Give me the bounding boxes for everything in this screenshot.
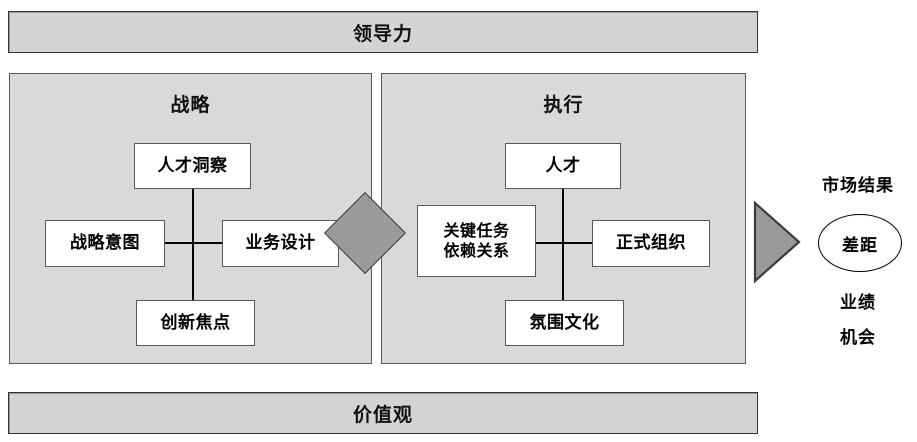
connector-strategy-right-horizontal <box>192 242 223 244</box>
node-innovation-focus[interactable]: 创新焦点 <box>136 300 255 346</box>
values-banner: 价值观 <box>8 392 758 434</box>
leadership-banner: 领导力 <box>8 11 758 53</box>
node-formal-organization-label: 正式组织 <box>616 233 686 254</box>
node-culture-label: 氛围文化 <box>529 312 600 333</box>
connector-execution-right-horizontal <box>562 242 593 244</box>
node-key-task-dependencies-label-line1: 关键任务 <box>443 221 510 241</box>
node-strategic-intent-label: 战略意图 <box>70 233 140 254</box>
performance-label: 业绩 <box>840 293 876 313</box>
node-innovation-focus-label: 创新焦点 <box>160 312 231 333</box>
node-business-design[interactable]: 业务设计 <box>222 220 339 267</box>
node-key-task-dependencies-label-line2: 依赖关系 <box>443 241 510 260</box>
node-formal-organization[interactable]: 正式组织 <box>592 220 710 267</box>
opportunity-label: 机会 <box>840 328 876 348</box>
connector-execution-bottom-vertical <box>562 220 564 300</box>
pillar-execution-title: 执行 <box>543 94 584 116</box>
node-strategic-intent[interactable]: 战略意图 <box>45 220 165 267</box>
arrow-right-icon <box>753 200 801 284</box>
gap-ellipse[interactable]: 差距 <box>818 214 902 272</box>
node-talent-insight[interactable]: 人才洞察 <box>134 143 251 189</box>
values-banner-label: 价值观 <box>352 403 413 426</box>
node-talent-label: 人才 <box>545 155 581 176</box>
gap-label: 差距 <box>842 235 878 256</box>
node-talent[interactable]: 人才 <box>505 143 621 189</box>
node-key-task-dependencies[interactable]: 关键任务 依赖关系 <box>417 205 536 277</box>
node-talent-insight-label: 人才洞察 <box>157 155 228 176</box>
node-business-design-label: 业务设计 <box>245 233 316 254</box>
pillar-strategy-title: 战略 <box>170 94 211 116</box>
connector-execution-left-horizontal <box>534 242 563 244</box>
node-culture[interactable]: 氛围文化 <box>505 300 624 346</box>
leadership-banner-label: 领导力 <box>352 22 413 45</box>
connector-strategy-left-horizontal <box>163 242 193 244</box>
connector-strategy-bottom-vertical <box>192 220 194 300</box>
connector-strategy-top-vertical <box>192 187 194 221</box>
connector-execution-top-vertical <box>562 187 564 221</box>
market-results-title: 市场结果 <box>822 176 894 196</box>
